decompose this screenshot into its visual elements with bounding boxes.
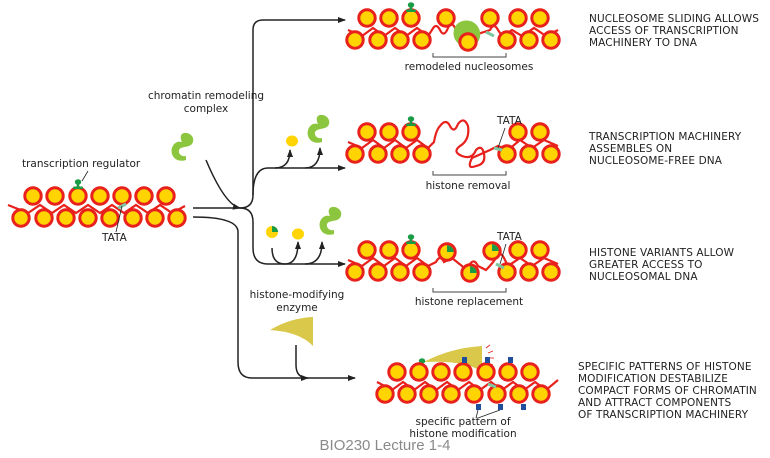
transcription-regulator-label: transcription regulator — [22, 158, 141, 170]
outcome-caption-3: HISTONE VARIANTS ALLOW GREATER ACCESS TO… — [589, 247, 735, 283]
nucleosome-row-top — [23, 186, 176, 206]
histone-modifying-enzyme-label-1: histone-modifying — [250, 289, 345, 301]
outcome-caption-1: NUCLEOSOME SLIDING ALLOWS ACCESS OF TRAN… — [589, 13, 759, 49]
svg-text:SPECIFIC PATTERNS OF HISTONE: SPECIFIC PATTERNS OF HISTONE — [578, 361, 752, 373]
histone-replacement-label: histone replacement — [415, 296, 523, 308]
svg-text:ASSEMBLES ON: ASSEMBLES ON — [589, 143, 672, 155]
svg-text:ACCESS OF TRANSCRIPTION: ACCESS OF TRANSCRIPTION — [589, 25, 739, 37]
svg-text:COMPACT FORMS OF CHROMATIN: COMPACT FORMS OF CHROMATIN — [578, 385, 757, 397]
chromatin-remodeling-complex-icon — [171, 132, 194, 161]
svg-text:NUCLEOSOME-FREE DNA: NUCLEOSOME-FREE DNA — [589, 155, 723, 167]
histone-core-icon — [286, 135, 298, 147]
specific-pattern-label-2: histone modification — [409, 428, 516, 440]
chromatin-remodeling-complex-label-2: complex — [184, 103, 229, 115]
remodeling-complex-icon — [307, 114, 330, 143]
pathway-arrows — [192, 17, 356, 381]
svg-text:MODIFICATION DESTABILIZE: MODIFICATION DESTABILIZE — [578, 373, 728, 385]
svg-text:NUCLEOSOME SLIDING ALLOWS: NUCLEOSOME SLIDING ALLOWS — [589, 13, 759, 25]
svg-text:GREATER ACCESS TO: GREATER ACCESS TO — [589, 259, 702, 271]
specific-pattern-label-1: specific pattern of — [415, 416, 510, 428]
svg-text:HISTONE VARIANTS ALLOW: HISTONE VARIANTS ALLOW — [589, 247, 735, 259]
histone-modifying-enzyme-icon — [270, 317, 313, 346]
tata-label-outcome-3: TATA — [496, 231, 523, 243]
histone-removal-label: histone removal — [426, 180, 511, 192]
remodeling-complex-icon — [319, 206, 342, 235]
chromatin-remodeling-complex-label-1: chromatin remodeling — [148, 90, 264, 102]
svg-text:AND ATTRACT COMPONENTS: AND ATTRACT COMPONENTS — [578, 397, 732, 409]
outcome-2-chromatin — [345, 116, 561, 176]
initial-chromatin — [7, 170, 187, 233]
transcription-regulator-icon — [73, 179, 83, 189]
modification-marks — [462, 357, 526, 410]
released-components-branch3 — [266, 206, 342, 240]
outcome-1-chromatin — [345, 2, 561, 58]
svg-text:OF TRANSCRIPTION MACHINERY: OF TRANSCRIPTION MACHINERY — [578, 409, 749, 421]
outcome-caption-4: SPECIFIC PATTERNS OF HISTONE MODIFICATIO… — [578, 361, 757, 421]
outcome-caption-2: TRANSCRIPTION MACHINERY ASSEMBLES ON NUC… — [588, 131, 742, 167]
svg-text:TRANSCRIPTION MACHINERY: TRANSCRIPTION MACHINERY — [588, 131, 742, 143]
histone-modifying-enzyme-label-2: enzyme — [276, 302, 318, 314]
released-components-branch2 — [286, 114, 330, 147]
svg-text:MACHINERY TO DNA: MACHINERY TO DNA — [589, 37, 698, 49]
footer-caption: BIO230 Lecture 1-4 — [319, 437, 451, 454]
svg-text:NUCLEOSOMAL DNA: NUCLEOSOMAL DNA — [589, 271, 698, 283]
outcome-4-chromatin — [375, 344, 559, 419]
outcome-3-chromatin — [345, 234, 561, 293]
remodeled-nucleosomes-label: remodeled nucleosomes — [405, 61, 534, 73]
tata-label-outcome-2: TATA — [496, 115, 523, 127]
tata-label: TATA — [101, 232, 128, 244]
